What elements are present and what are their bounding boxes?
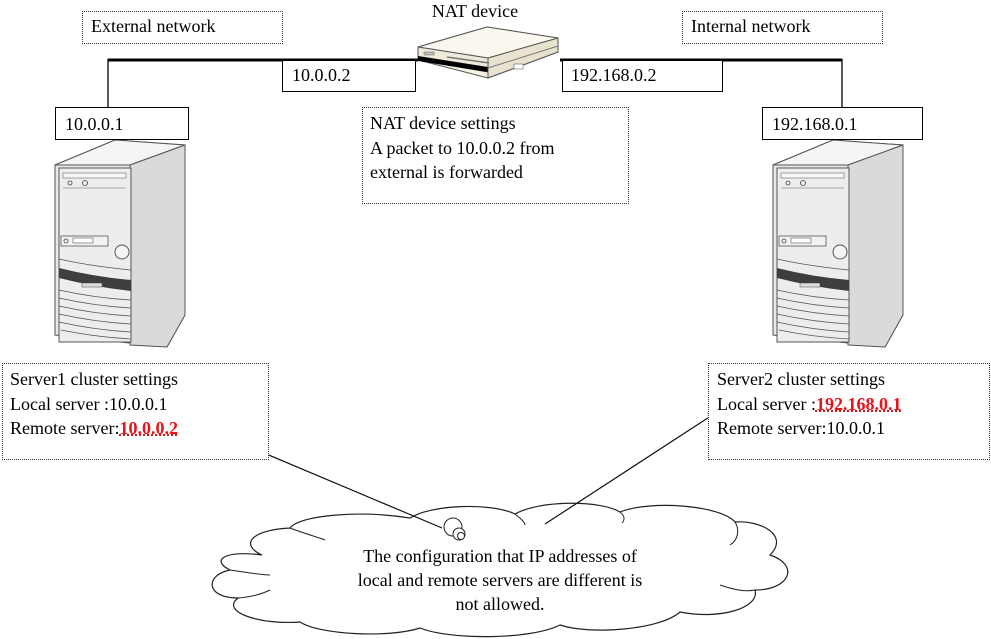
server2-remote-row: Remote server:10.0.0.1 [717, 416, 989, 441]
server2-icon [772, 139, 904, 348]
callout-cloud-shape [211, 502, 789, 638]
nat-settings-line1: A packet to 10.0.0.2 from [370, 137, 555, 158]
nat-internal-ip-label: 192.168.0.2 [562, 60, 723, 92]
internal-network-label: Internal network [682, 11, 883, 44]
nat-settings-title: NAT device settings [370, 113, 516, 133]
server1-remote-row: Remote server:10.0.0.2 [10, 416, 268, 441]
nat-device-title: NAT device [431, 1, 519, 21]
server1-remote-label: Remote server: [10, 418, 120, 438]
server2-remote-value: 10.0.0.1 [826, 418, 885, 438]
nat-external-ip-label: 10.0.0.2 [282, 60, 416, 92]
callout-line3: not allowed. [455, 594, 545, 614]
server1-ip-label: 10.0.0.1 [55, 107, 189, 140]
nat-settings-box: NAT device settings A packet to 10.0.0.2… [362, 107, 629, 204]
server1-icon [54, 139, 186, 348]
server1-local-label: Local server : [10, 393, 109, 414]
arrow-to-server1-remote [244, 444, 443, 529]
external-network-label: External network [82, 11, 283, 44]
server2-settings-title: Server2 cluster settings [717, 369, 885, 389]
server2-local-row: Local server :192.168.0.1 [717, 392, 989, 417]
callout-line2: local and remote servers are different i… [357, 570, 643, 590]
arrow-to-server2-local [544, 411, 718, 525]
nat-settings-line2: external is forwarded [370, 162, 523, 182]
server2-settings-box: Server2 cluster settings Local server :1… [708, 363, 990, 460]
callout-text: The configuration that IP addresses of l… [290, 544, 710, 616]
server2-local-value: 192.168.0.1 [815, 393, 902, 414]
nat-device-icon [417, 26, 559, 79]
server1-settings-title: Server1 cluster settings [10, 369, 178, 389]
server1-remote-value: 10.0.0.2 [119, 418, 178, 438]
server2-local-label: Local server : [717, 393, 816, 414]
server1-local-row: Local server :10.0.0.1 [10, 392, 268, 417]
callout-line1: The configuration that IP addresses of [363, 546, 637, 566]
server2-ip-label: 192.168.0.1 [762, 107, 923, 140]
server1-settings-box: Server1 cluster settings Local server :1… [2, 363, 269, 460]
server2-remote-label: Remote server: [717, 418, 827, 438]
server1-local-value: 10.0.0.1 [108, 393, 168, 414]
